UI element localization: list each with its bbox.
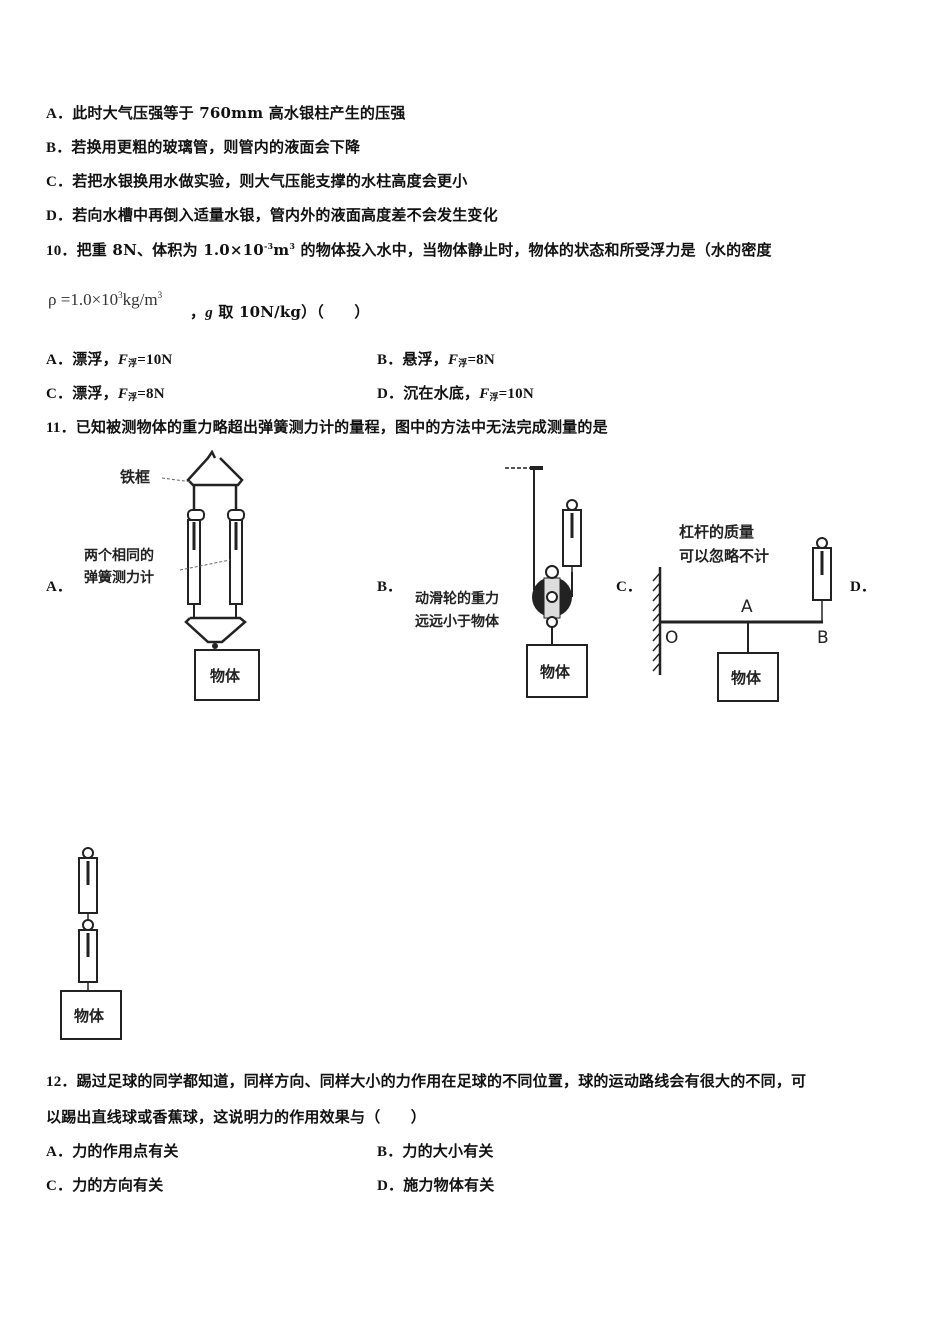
diagram-b: 物体 动滑轮的重力 远远小于物体 — [415, 466, 588, 698]
point-a: A — [741, 597, 753, 617]
formula-exp: 3 — [118, 290, 123, 300]
option-text: 力的方向有关 — [72, 1176, 164, 1194]
option-label: C． — [46, 386, 73, 402]
option-text: 若把水银换用水做实验，则大气压能支撑的水柱高度会更小 — [72, 172, 468, 190]
option-label: B． — [46, 140, 72, 156]
option-text: 力的大小有关 — [402, 1142, 494, 1160]
formula-base: ρ =1.0×10 — [48, 290, 119, 309]
q9-option-d: D．若向水槽中再倒入适量水银，管内外的液面高度差不会发生变化 — [46, 204, 498, 225]
option-label: C． — [46, 174, 73, 190]
stem-text: 踢过足球的同学都知道，同样方向、同样大小的力作用在足球的不同位置，球的运动路线会… — [76, 1072, 807, 1090]
option-label: D． — [46, 208, 73, 224]
option-label: B． — [377, 352, 403, 368]
option-value: =10N — [498, 386, 534, 402]
diagram-c: 杠杆的质量 可以忽略不计 O A B 物体 — [652, 523, 832, 702]
option-value: =8N — [467, 352, 495, 368]
figure-b-label: B． — [377, 579, 403, 595]
option-text: 若换用更粗的玻璃管，则管内的液面会下降 — [71, 138, 361, 156]
option-text: 若向水槽中再倒入适量水银，管内外的液面高度差不会发生变化 — [72, 206, 498, 224]
figure-a-label: A． — [46, 579, 72, 595]
q10-option-a: A．漂浮，F浮=10N — [46, 348, 172, 369]
force-subscript: 浮 — [128, 359, 138, 369]
option-label: A． — [46, 352, 73, 368]
stem-text: 已知被测物体的重力略超出弹簧测力计的量程，图中的方法中无法完成测量的是 — [75, 418, 608, 436]
figure-c-label: C． — [616, 579, 642, 595]
q9-option-c: C．若把水银换用水做实验，则大气压能支撑的水柱高度会更小 — [46, 170, 467, 191]
option-label: A． — [46, 1144, 73, 1160]
stem-text-1: 把重 8N、体积为 1.0×10 — [76, 241, 264, 259]
q9-option-b: B．若换用更粗的玻璃管，则管内的液面会下降 — [46, 136, 360, 157]
comma: ， — [190, 303, 206, 321]
question-number: 11． — [46, 420, 76, 436]
option-state: 漂浮， — [72, 350, 118, 368]
option-text: 此时大气压强等于 760mm 高水银柱产生的压强 — [72, 104, 406, 122]
svg-text:杠杆的质量: 杠杆的质量 — [679, 523, 754, 541]
gravity-text: 取 10N/kg）（ ） — [218, 303, 370, 321]
option-value: =8N — [137, 386, 165, 402]
q12-stem-line2: 以踢出直线球或香蕉球，这说明力的作用效果与（ ） — [46, 1106, 426, 1127]
svg-text:远远小于物体: 远远小于物体 — [415, 613, 500, 630]
q9-option-a: A．此时大气压强等于 760mm 高水银柱产生的压强 — [46, 102, 406, 123]
question-number: 10． — [46, 243, 77, 259]
object-text: 物体 — [210, 667, 241, 685]
object-text: 物体 — [731, 669, 762, 687]
force-symbol: F — [117, 352, 129, 368]
option-text: 力的作用点有关 — [72, 1142, 179, 1160]
figure-c-lever: 杠杆的质量 可以忽略不计 O A B 物体 — [645, 515, 845, 710]
exponent: -3 — [263, 241, 274, 251]
svg-text:弹簧测力计: 弹簧测力计 — [84, 569, 154, 586]
option-state: 沉在水底， — [403, 384, 480, 402]
object-text: 物体 — [540, 663, 571, 681]
diagram-a: 物体 铁框 两个相同的 弹簧测力计 — [84, 449, 260, 701]
exponent: 3 — [289, 241, 296, 251]
option-label: D． — [377, 386, 404, 402]
figure-a-iron-frame-two-meters: 物体 铁框 两个相同的 弹簧测力计 — [80, 449, 280, 710]
force-symbol: F — [117, 386, 129, 402]
diagram-d: 物体 — [60, 847, 122, 1040]
force-symbol: F — [479, 386, 490, 402]
q10-option-b: B．悬浮，F浮=8N — [377, 348, 495, 369]
formula-unit-exp: 3 — [157, 290, 163, 300]
point-b: B — [817, 628, 829, 648]
stem-unit: m — [273, 241, 290, 259]
force-subscript: 浮 — [458, 359, 468, 369]
option-value: =10N — [137, 352, 173, 368]
formula-unit: kg/m — [122, 290, 158, 309]
q10-stem: 10．把重 8N、体积为 1.0×10-3m3 的物体投入水中，当物体静止时，物… — [46, 239, 772, 260]
q10-option-d: D．沉在水底，F浮=10N — [377, 382, 534, 403]
option-label: D． — [377, 1178, 404, 1194]
figure-b-movable-pulley: 物体 动滑轮的重力 远远小于物体 — [405, 460, 595, 705]
force-symbol: F — [448, 352, 459, 368]
option-state: 悬浮， — [402, 350, 449, 368]
svg-text:动滑轮的重力: 动滑轮的重力 — [415, 590, 499, 607]
question-number: 12． — [46, 1074, 77, 1090]
figure-d-series-meters: 物体 — [58, 845, 128, 1045]
object-text: 物体 — [74, 1007, 105, 1025]
q12-option-b: B．力的大小有关 — [377, 1140, 494, 1161]
option-text: 施力物体有关 — [403, 1176, 495, 1194]
q12-option-c: C．力的方向有关 — [46, 1174, 163, 1195]
svg-text:可以忽略不计: 可以忽略不计 — [679, 547, 769, 565]
q12-stem-line1: 12．踢过足球的同学都知道，同样方向、同样大小的力作用在足球的不同位置，球的运动… — [46, 1070, 806, 1091]
stem-text-2: 的物体投入水中，当物体静止时，物体的状态和所受浮力是（水的密度 — [295, 241, 772, 259]
option-label: A． — [46, 106, 73, 122]
option-label: C． — [46, 1178, 73, 1194]
q11-stem: 11．已知被测物体的重力略超出弹簧测力计的量程，图中的方法中无法完成测量的是 — [46, 416, 608, 437]
option-state: 漂浮， — [72, 384, 118, 402]
force-subscript: 浮 — [128, 393, 138, 403]
q12-option-d: D．施力物体有关 — [377, 1174, 494, 1195]
density-formula: ρ =1.0×103kg/m3 — [48, 290, 162, 310]
q10-option-c: C．漂浮，F浮=8N — [46, 382, 165, 403]
option-label: B． — [377, 1144, 403, 1160]
q10-gravity-note: ，g 取 10N/kg）（ ） — [190, 301, 370, 322]
point-o: O — [665, 628, 678, 648]
svg-text:两个相同的: 两个相同的 — [84, 547, 154, 564]
g-symbol: g — [205, 305, 213, 321]
svg-text:铁框: 铁框 — [120, 468, 150, 486]
figure-d-label: D． — [850, 579, 876, 595]
force-subscript: 浮 — [489, 393, 499, 403]
stem-text: 以踢出直线球或香蕉球，这说明力的作用效果与（ ） — [46, 1108, 427, 1126]
q12-option-a: A．力的作用点有关 — [46, 1140, 179, 1161]
